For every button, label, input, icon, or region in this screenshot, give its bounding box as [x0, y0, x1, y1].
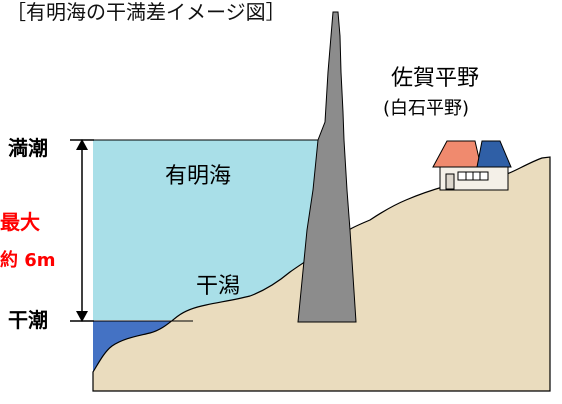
tide-range-arrow-top: [76, 139, 88, 150]
house-roof-right: [476, 140, 512, 168]
high-tide-label: 満潮: [8, 136, 48, 160]
diagram-title: ［有明海の干満差イメージ図］: [6, 0, 286, 24]
house: [432, 140, 512, 191]
low-tide-label: 干潮: [8, 308, 48, 332]
max-label: 最大: [0, 210, 40, 234]
sea-name-label: 有明海: [165, 164, 232, 189]
plain-subname-label: (白石平野): [383, 98, 470, 119]
tidal-flat-label: 干潟: [196, 274, 241, 299]
tower: [297, 11, 357, 323]
plain-name-label: 佐賀平野: [391, 66, 480, 91]
house-door: [445, 173, 455, 190]
tide-range-arrow-bottom: [76, 311, 88, 322]
house-roof-left: [432, 140, 482, 168]
tide-range-value: 約 6m: [0, 250, 56, 271]
